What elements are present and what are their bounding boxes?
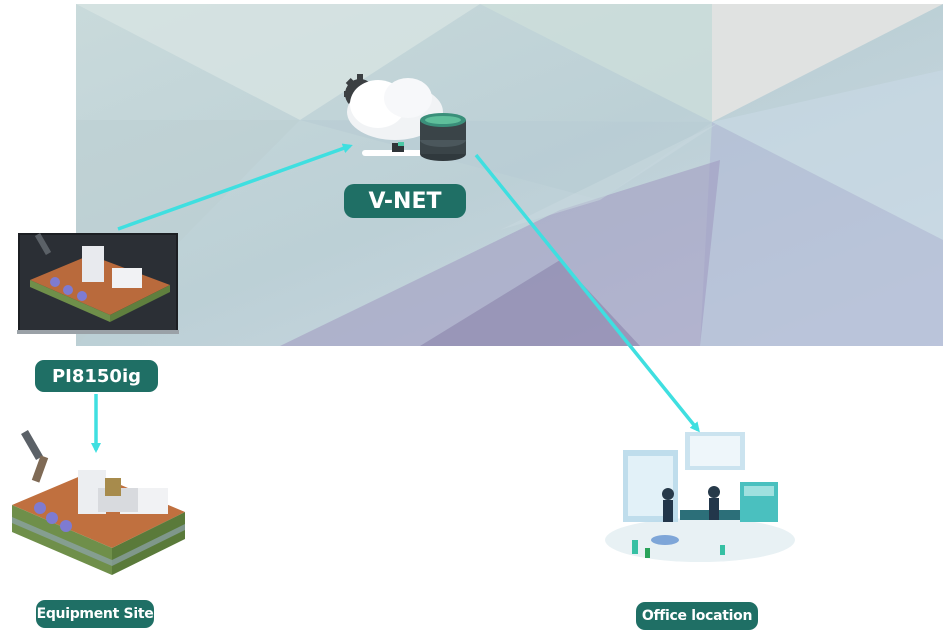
equipment-site-label: Equipment Site [36,600,154,628]
office-workers-icon [605,432,795,562]
vnet-label: V-NET [344,184,466,218]
robot-arm-icon [21,430,121,496]
background-banner [76,4,943,346]
arrow-vnet-to-office [474,153,700,433]
office-location-label: Office location [636,602,758,630]
arrow-device-to-vnet [117,143,353,231]
cloud-database-icon [344,74,466,161]
monitor-icon [17,232,179,334]
factory-line-icon [30,232,170,322]
factory-line-icon [12,430,185,575]
database-icon [420,113,466,161]
device-label: PI8150ig [35,360,158,392]
